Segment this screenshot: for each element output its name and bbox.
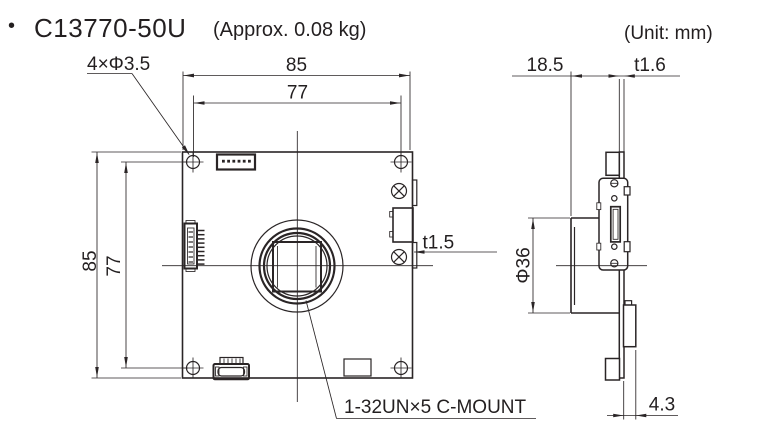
- dim-rear-offset: 4.3: [607, 350, 678, 420]
- unit-note: (Unit: mm): [624, 23, 713, 44]
- label-plate: [343, 358, 372, 377]
- product-model-title: C13770-50U: [34, 13, 186, 43]
- dim-label-width-inner: 77: [287, 83, 308, 104]
- dim-label-height-inner: 77: [104, 255, 125, 276]
- rear-connector-block-side: [622, 300, 637, 348]
- callout-plate-thickness: t1.5: [414, 233, 497, 254]
- callout-mounting-holes: 4×Φ3.5: [87, 54, 190, 155]
- connector-receptacle-side: [609, 205, 622, 243]
- dim-width-inner: 77: [193, 83, 402, 157]
- dim-depth-and-board: 18.5 t1.6: [512, 55, 680, 216]
- mounting-hole-bottom-right: [390, 357, 412, 379]
- board-edge-plate-upper: [411, 179, 418, 207]
- hole-callout-label: 4×Φ3.5: [87, 54, 150, 75]
- connector-pins: [197, 229, 205, 265]
- dim-height-outer: 85: [80, 151, 181, 379]
- c-mount-label: 1-32UN×5 C-MOUNT: [344, 397, 527, 418]
- board-edge-plate-lower: [411, 241, 418, 269]
- screw-lower: [390, 248, 408, 266]
- dim-width-outer: 85: [182, 55, 411, 150]
- board-connector-left: [183, 220, 205, 272]
- front-view: 85 77 85 77: [80, 54, 536, 419]
- rear-bracket-side: [596, 177, 631, 271]
- plate-thickness-label: t1.5: [423, 233, 455, 254]
- title-bullet: •: [8, 15, 15, 37]
- dim-label-diameter: Φ36: [514, 247, 535, 283]
- side-connector-block: [392, 207, 414, 243]
- bracket-screw-bottom: [610, 259, 619, 268]
- bracket-screw-top: [610, 179, 619, 188]
- dim-height-inner: 77: [104, 161, 188, 369]
- dim-label-depth: 18.5: [527, 55, 564, 76]
- right-edge-assembly: [389, 179, 418, 269]
- dim-label-width-outer: 85: [286, 55, 307, 76]
- io-connector-top: [215, 153, 257, 171]
- screw-upper: [390, 182, 408, 200]
- dim-label-offset: 4.3: [649, 395, 675, 416]
- callout-c-mount: 1-32UN×5 C-MOUNT: [305, 300, 536, 419]
- io-connector-top-side: [605, 151, 621, 177]
- side-view: 18.5 t1.6 Φ36 4.3: [512, 55, 680, 420]
- usb-connector-bottom-side: [604, 357, 621, 381]
- dim-label-height-outer: 85: [80, 250, 101, 271]
- dim-barrel-diameter: Φ36: [514, 217, 570, 314]
- usb-connector-bottom: [212, 356, 250, 381]
- sensor-window: [272, 241, 322, 293]
- lens-mount: [250, 219, 344, 313]
- dim-label-board-thickness: t1.6: [634, 55, 666, 76]
- product-weight-note: (Approx. 0.08 kg): [213, 19, 366, 41]
- title-block: • C13770-50U (Approx. 0.08 kg): [8, 13, 366, 43]
- optical-centerlines: [162, 131, 433, 402]
